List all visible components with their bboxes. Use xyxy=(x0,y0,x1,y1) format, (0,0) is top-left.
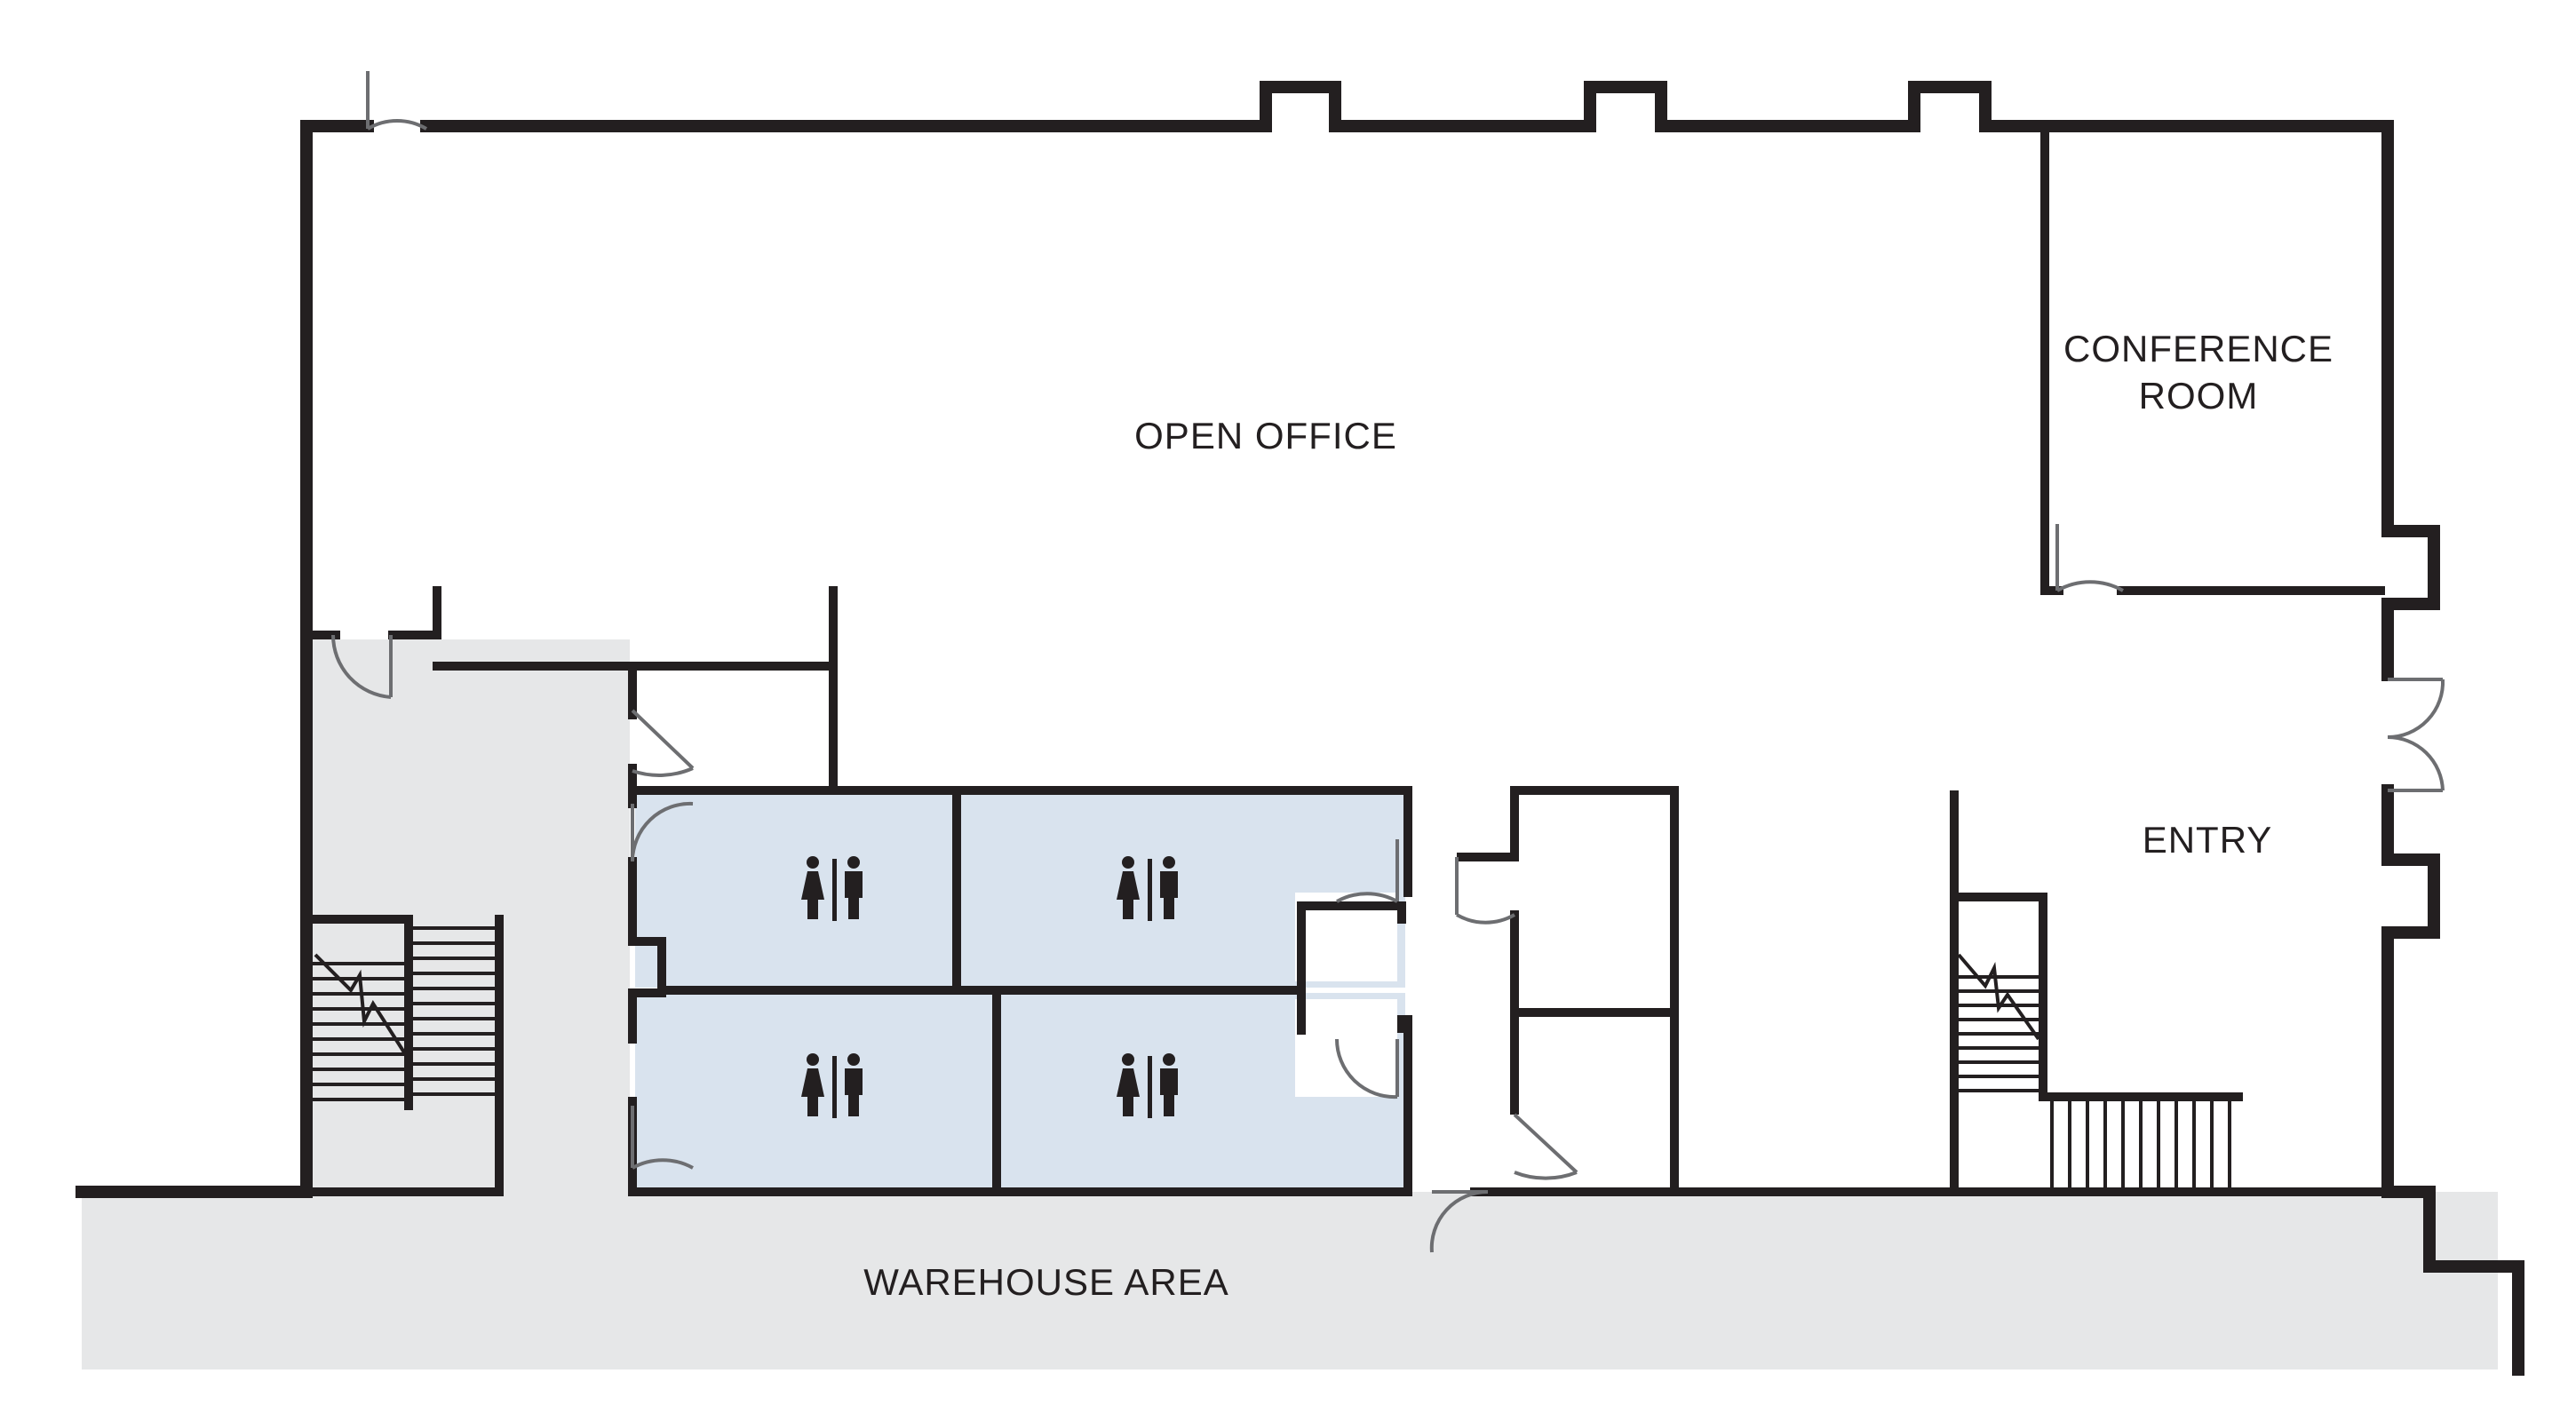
door-swing-icon xyxy=(630,801,694,862)
door-swing-icon xyxy=(2387,735,2445,791)
warehouse-area-label: WAREHOUSE AREA xyxy=(863,1261,1229,1303)
stair-left xyxy=(313,926,497,1101)
exterior-walls xyxy=(76,81,2524,1376)
door-swing-icon xyxy=(1334,1038,1398,1099)
door-swing-icon xyxy=(330,634,392,699)
door-leaf xyxy=(1513,1113,1578,1174)
door-swing-icon xyxy=(632,1158,694,1170)
door-swing-icon xyxy=(366,119,428,131)
conference-room-label-line2: ROOM xyxy=(2139,375,2259,417)
restroom-block xyxy=(635,790,1405,1190)
door-swing-icon xyxy=(1514,1171,1578,1180)
open-office-label: OPEN OFFICE xyxy=(1134,415,1397,456)
door-swing-icon xyxy=(632,766,694,777)
stair-right xyxy=(1957,953,2243,1188)
door-swing-icon xyxy=(2056,580,2124,592)
door-swing-icon xyxy=(1456,913,1515,925)
doors xyxy=(330,71,2445,1253)
entry-label: ENTRY xyxy=(2143,819,2273,861)
door-swing-icon xyxy=(1336,892,1398,903)
warehouse-area xyxy=(82,1186,2498,1369)
door-leaf xyxy=(631,709,695,770)
door-swing-icon xyxy=(2387,679,2445,740)
conference-room-label: CONFERENCE xyxy=(2063,328,2334,369)
door-swing-icon xyxy=(1429,1189,1489,1253)
